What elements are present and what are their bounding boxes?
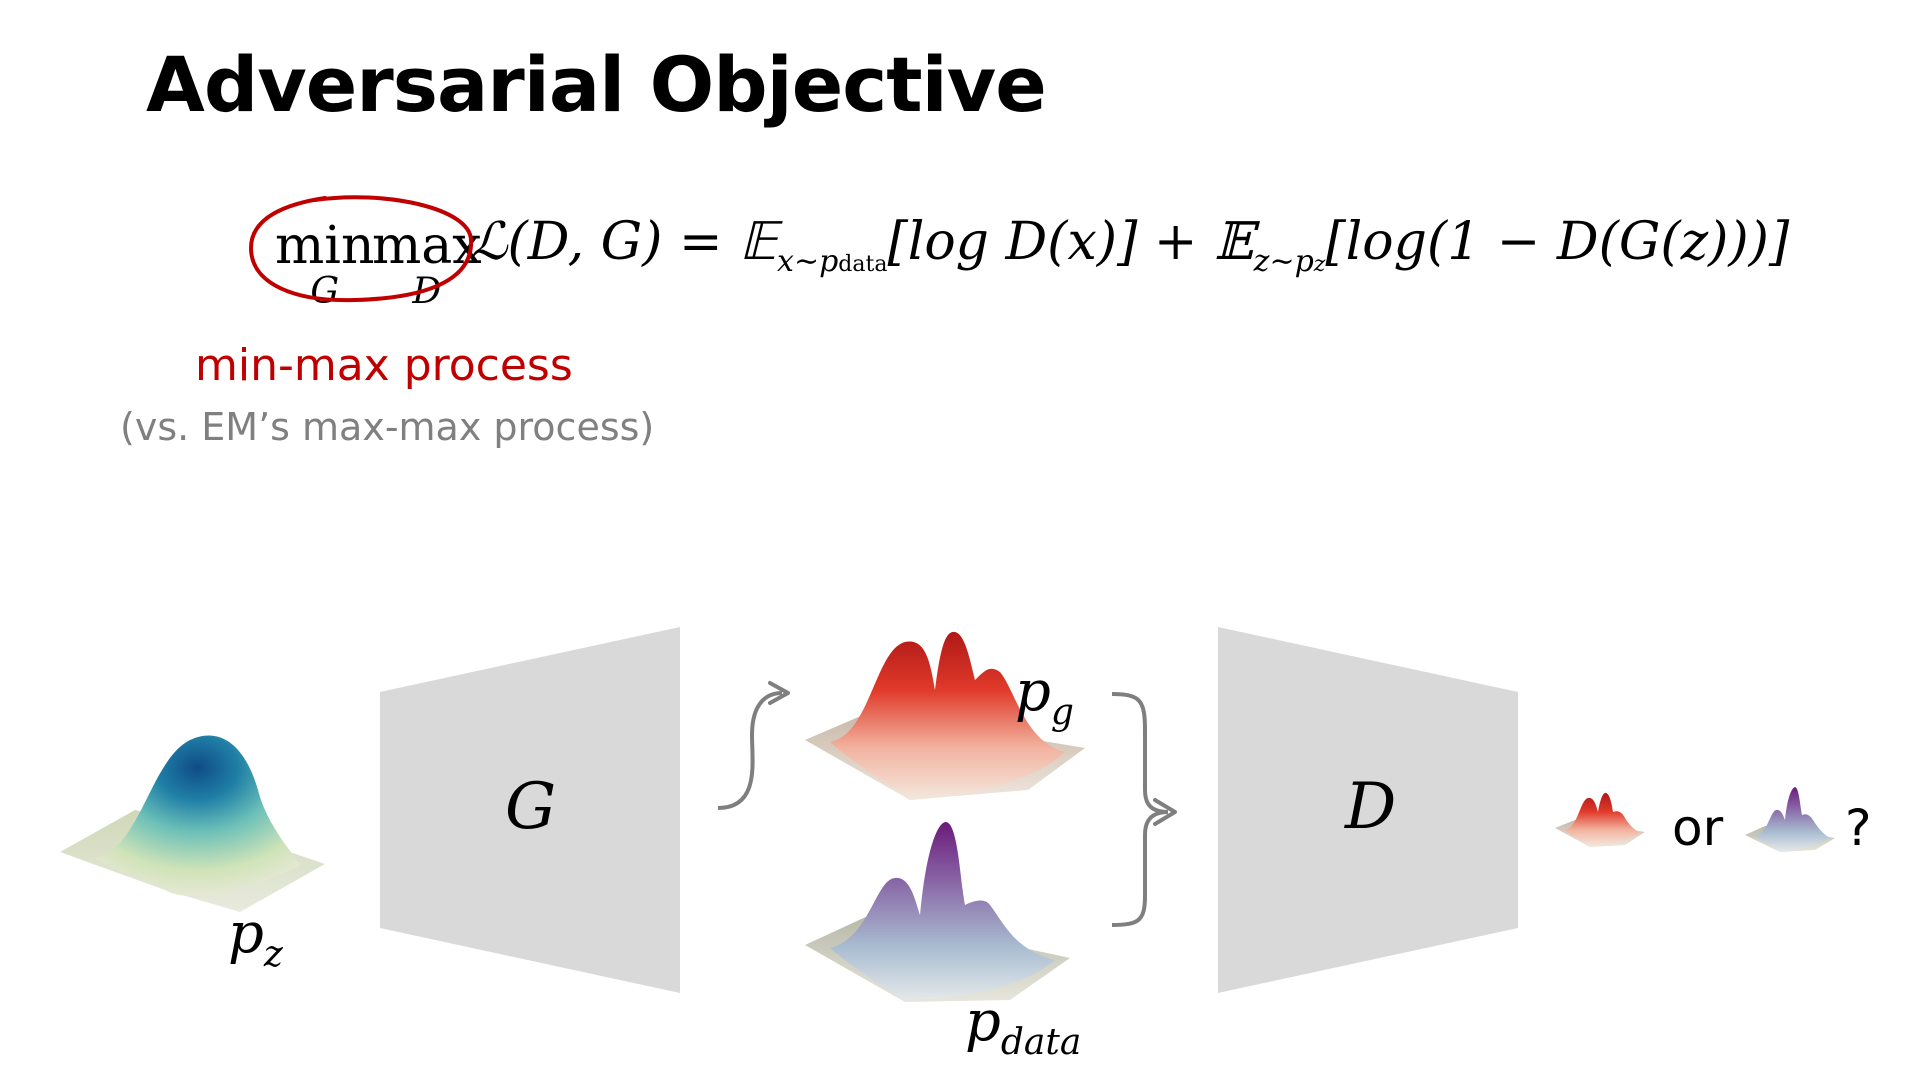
slide-title: Adversarial Objective — [146, 40, 1047, 129]
min-operator: min G — [275, 220, 374, 312]
minmax-circle-annotation — [248, 195, 474, 303]
data-label: pdata — [965, 989, 1081, 1063]
generator-block — [380, 627, 680, 993]
generated-output-icon — [1555, 792, 1645, 847]
data-distribution-surface — [805, 821, 1070, 1002]
term2: [log(1 − D(G(z)))] — [1325, 212, 1790, 272]
discriminator-block — [1218, 627, 1518, 993]
generated-distribution-surface — [805, 631, 1085, 800]
brace-arrow-head-icon — [1153, 798, 1177, 826]
em-comparison-note: (vs. EM’s max-max process) — [120, 405, 655, 449]
answer-or: or — [1672, 799, 1724, 857]
generator-output-arrow — [717, 691, 783, 810]
discriminator-label: D — [1344, 770, 1396, 844]
minmax-process-label: min-max process — [195, 340, 573, 391]
min-op-text: min — [275, 216, 375, 276]
term1: [log D(x)] + 𝔼 — [887, 212, 1254, 272]
expectation2-sub: z∼pz — [1253, 244, 1326, 279]
objective-rhs: ℒ(D, G) = 𝔼x∼pdata[log D(x)] + 𝔼z∼pz[log… — [470, 216, 1789, 277]
answer-question: ? — [1845, 799, 1872, 857]
data-output-icon — [1745, 787, 1835, 852]
generated-label: pg — [1015, 659, 1074, 733]
prior-distribution-surface — [60, 735, 325, 912]
arrow-head-icon — [768, 681, 790, 705]
objective-head: ℒ(D, G) = 𝔼 — [470, 212, 778, 272]
prior-label: pz — [228, 901, 284, 975]
expectation1-sub: x∼pdata — [777, 244, 888, 279]
min-subscript: G — [310, 271, 340, 312]
combine-brace — [1111, 692, 1169, 927]
generator-label: G — [505, 770, 556, 844]
